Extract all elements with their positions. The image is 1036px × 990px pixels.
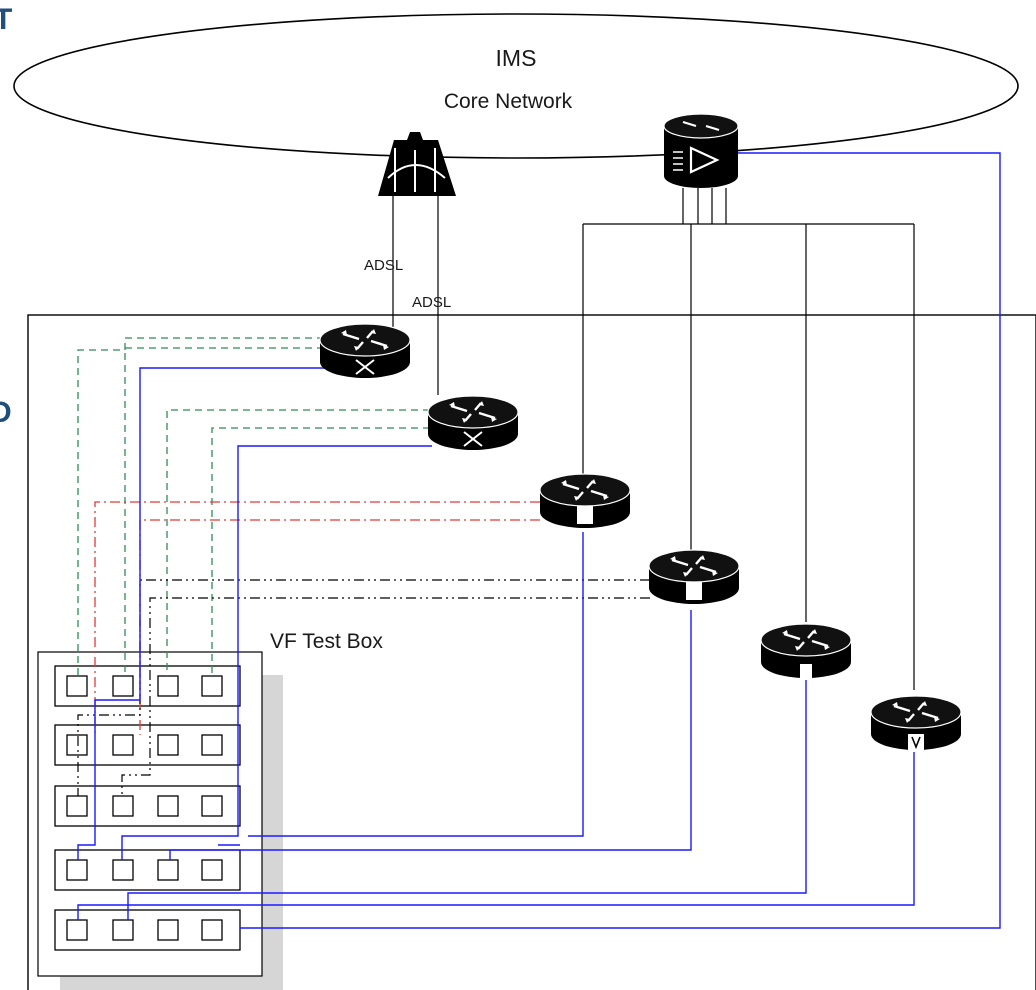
edge-glyph-mid: D xyxy=(0,396,12,429)
router-icon xyxy=(759,622,853,680)
port xyxy=(157,919,179,941)
site-enclosure xyxy=(27,314,1036,990)
port xyxy=(112,919,134,941)
test-box-title: VF Test Box xyxy=(270,630,383,653)
cloud-subtitle: Core Network xyxy=(444,90,573,113)
black-dashdot-links xyxy=(77,579,650,796)
port xyxy=(157,859,179,881)
port xyxy=(66,675,88,697)
core-uplinks xyxy=(392,188,915,690)
port xyxy=(201,919,223,941)
router-icon xyxy=(318,322,412,380)
port xyxy=(201,734,223,756)
port xyxy=(157,734,179,756)
adsl-label-1: ADSL xyxy=(364,257,403,274)
port xyxy=(157,675,179,697)
router-icon xyxy=(647,548,741,606)
port xyxy=(201,859,223,881)
router-icon xyxy=(869,694,963,752)
ims-core-network-cloud xyxy=(13,13,1019,159)
port xyxy=(112,795,134,817)
port xyxy=(201,795,223,817)
adsl-label-2: ADSL xyxy=(412,294,451,311)
port xyxy=(112,859,134,881)
port xyxy=(112,675,134,697)
cloud-title: IMS xyxy=(496,45,537,71)
firewall-icon xyxy=(378,132,456,196)
port xyxy=(66,919,88,941)
port xyxy=(157,795,179,817)
test-box-ports xyxy=(66,675,223,941)
green-dashed-links xyxy=(77,337,430,676)
port xyxy=(201,675,223,697)
port xyxy=(66,795,88,817)
port xyxy=(66,734,88,756)
port xyxy=(66,859,88,881)
media-gateway-icon xyxy=(663,113,739,188)
blue-links xyxy=(77,152,1001,929)
router-icon xyxy=(426,394,520,452)
port xyxy=(112,734,134,756)
edge-glyph-top: T xyxy=(0,3,12,36)
router-icon xyxy=(538,472,632,530)
